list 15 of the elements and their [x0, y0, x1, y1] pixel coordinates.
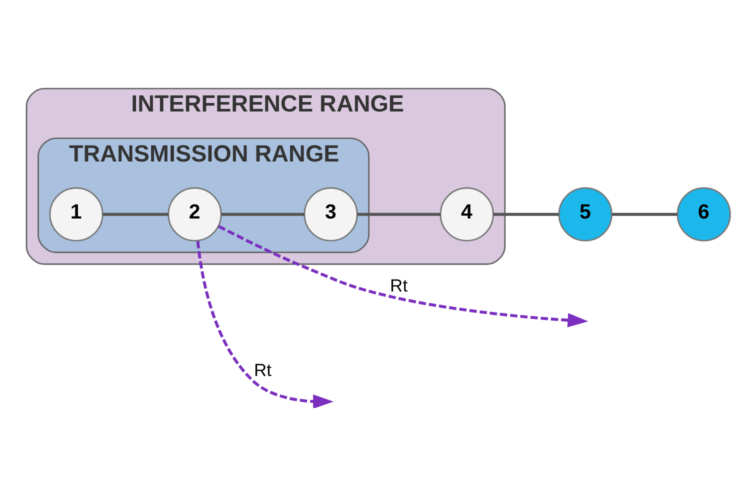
arrow [218, 224, 588, 328]
connector [357, 212, 440, 216]
edge-label: Rt [254, 360, 272, 380]
connector [612, 212, 678, 216]
node-circle: 1 [49, 187, 104, 242]
node-circle: 3 [304, 187, 358, 242]
connector [221, 212, 304, 216]
arrow [196, 240, 334, 408]
connector [102, 212, 168, 216]
node-circle: 4 [440, 187, 494, 242]
connector [493, 212, 559, 216]
node-circle: 6 [676, 187, 731, 242]
node-circle: 5 [558, 187, 612, 242]
edge-label: Rt [390, 275, 408, 296]
node-circle: 2 [168, 187, 222, 242]
